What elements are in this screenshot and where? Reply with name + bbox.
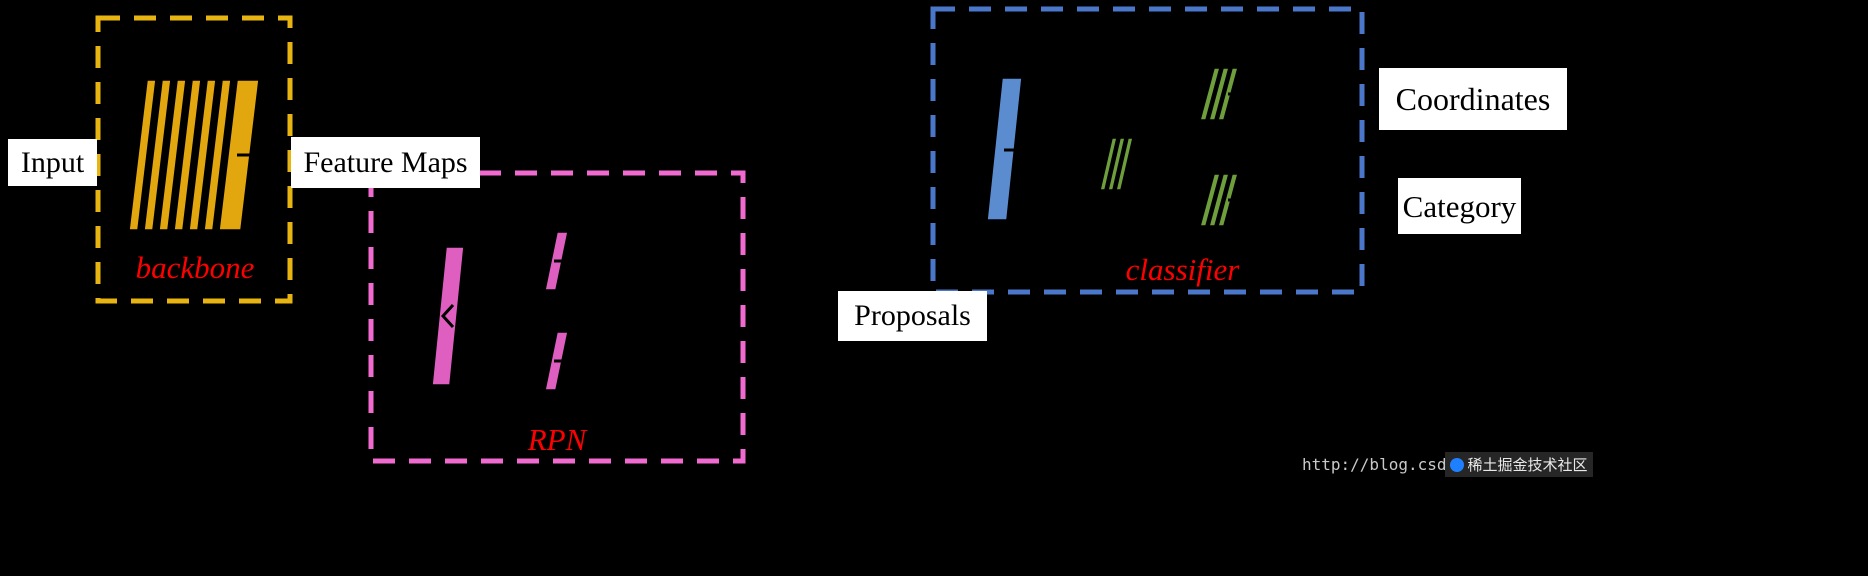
backbone-box-border <box>95 15 293 304</box>
coordinates-label: Coordinates <box>1379 68 1567 130</box>
rpn-head-top-icon <box>544 231 569 291</box>
classifier-roi-layer-icon <box>986 77 1023 221</box>
classifier-cls-head-icon <box>1198 173 1240 227</box>
input-label: Input <box>8 139 97 186</box>
backbone-label: backbone <box>135 250 255 285</box>
classifier-chevron-icon <box>1092 150 1106 172</box>
category-label: Category <box>1398 178 1521 234</box>
feature-maps-label: Feature Maps <box>291 137 480 188</box>
classifier-label: classifier <box>1125 252 1240 287</box>
proposals-label: Proposals <box>838 291 987 341</box>
classifier-fc-stack-icon <box>1092 137 1135 191</box>
watermark-url: http://blog.csd <box>1302 455 1447 474</box>
rpn-head-bottom-icon <box>544 331 569 391</box>
rpn-label: RPN <box>527 422 587 457</box>
watermark: http://blog.csd 稀土掘金技术社区 <box>1302 452 1593 477</box>
juejin-logo-icon <box>1449 457 1464 472</box>
classifier-bbox-head-icon <box>1198 67 1240 121</box>
rpn-chevron-icon <box>440 303 455 329</box>
backbone-layers-icon <box>128 79 260 231</box>
rpn-box-border <box>368 170 746 464</box>
watermark-badge: 稀土掘金技术社区 <box>1444 452 1593 477</box>
watermark-badge-text: 稀土掘金技术社区 <box>1467 457 1588 474</box>
rpn-main-layer-icon <box>431 246 465 386</box>
